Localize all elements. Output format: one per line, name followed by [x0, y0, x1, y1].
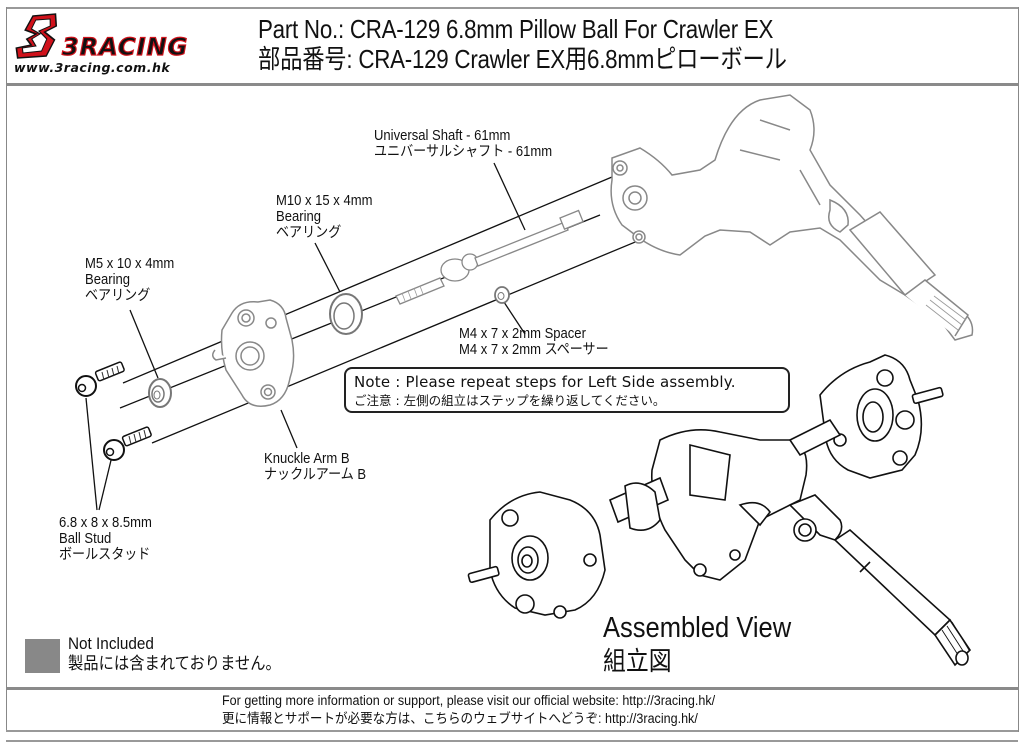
universal-shaft: [395, 209, 584, 305]
footer-left-border: [6, 687, 7, 732]
callout-spacer: M4 x 7 x 2mm Spacer M4 x 7 x 2mm スペーサー: [459, 326, 609, 358]
spacer-label-jp: M4 x 7 x 2mm スペーサー: [459, 342, 609, 358]
assembled-view-en: Assembled View: [603, 612, 792, 644]
title-english: Part No.: CRA-129 6.8mm Pillow Ball For …: [258, 14, 774, 44]
bearing-small: [148, 378, 172, 408]
bearing-small-size: M5 x 10 x 4mm: [85, 256, 175, 272]
ball-stud-upper: [75, 361, 125, 397]
page-title: Part No.: CRA-129 6.8mm Pillow Ball For …: [258, 14, 787, 74]
legend-not-included: Not Included 製品には含まれておりません。: [68, 634, 281, 674]
knuckle-arm-label-en: Knuckle Arm B: [264, 451, 350, 467]
ball-stud-label-jp: ボールスタッド: [59, 547, 151, 563]
universal-shaft-label-jp: ユニバーサルシャフト - 61mm: [374, 144, 553, 160]
callout-universal-shaft: Universal Shaft - 61mm ユニバーサルシャフト - 61mm: [374, 128, 552, 160]
callout-ball-stud: 6.8 x 8 x 8.5mm Ball Stud ボールスタッド: [59, 515, 152, 563]
page-bottom-border: [6, 740, 1018, 742]
bearing-large-label-en: Bearing: [276, 209, 321, 225]
knuckle-arm-label-jp: ナックルアーム B: [264, 467, 367, 483]
bearing-large-label-jp: ベアリング: [276, 225, 342, 241]
axle-housing-exploded: [610, 94, 974, 341]
callout-bearing-large: M10 x 15 x 4mm Bearing ベアリング: [276, 193, 372, 241]
assembled-axle: [467, 354, 972, 667]
footer-text-jp[interactable]: 更に情報とサポートが必要な方は、こちらのウェブサイトへどうぞ: http://3…: [222, 711, 698, 726]
footer-divider-top: [6, 687, 1018, 690]
bearing-large-size: M10 x 15 x 4mm: [276, 193, 373, 209]
legend-label-en: Not Included: [68, 634, 154, 653]
knuckle-arm: [212, 299, 295, 407]
bearing-large: [329, 293, 363, 335]
footer-support-text: For getting more information or support,…: [222, 692, 715, 728]
title-japanese: 部品番号: CRA-129 Crawler EX用6.8mmピローボール: [258, 44, 787, 74]
logo-emblem-icon: 3RACING: [15, 13, 188, 62]
not-included-swatch: [25, 639, 60, 673]
spacer: [494, 286, 510, 304]
callout-knuckle-arm: Knuckle Arm B ナックルアーム B: [264, 451, 366, 483]
note-box: Note : Please repeat steps for Left Side…: [344, 367, 790, 413]
header-divider: [6, 83, 1018, 86]
note-text-jp: ご注意 : 左側の組立はステップを繰り返してください。: [354, 393, 666, 408]
ball-stud-size: 6.8 x 8 x 8.5mm: [59, 515, 152, 531]
brand-website[interactable]: www.3racing.com.hk: [14, 60, 171, 75]
footer-text-en[interactable]: For getting more information or support,…: [222, 693, 716, 708]
ball-stud-lower: [103, 426, 152, 461]
footer-right-border: [1018, 687, 1019, 732]
universal-shaft-label-en: Universal Shaft - 61mm: [374, 128, 511, 144]
ball-stud-label-en: Ball Stud: [59, 531, 112, 547]
callout-bearing-small: M5 x 10 x 4mm Bearing ベアリング: [85, 256, 174, 304]
note-text-en: Note : Please repeat steps for Left Side…: [354, 373, 736, 391]
spacer-label-en: M4 x 7 x 2mm Spacer: [459, 326, 586, 342]
bearing-small-label-jp: ベアリング: [85, 288, 151, 304]
bearing-small-label-en: Bearing: [85, 272, 130, 288]
legend-label-jp: 製品には含まれておりません。: [68, 654, 281, 673]
assembled-view-jp: 組立図: [603, 646, 672, 676]
brand-logo: 3RACING: [12, 12, 217, 82]
frame-left-border: [6, 7, 7, 687]
assembled-view-heading: Assembled View 組立図: [603, 612, 791, 678]
footer-divider-bottom: [6, 730, 1018, 732]
frame-top-border: [6, 7, 1018, 9]
logo-wordmark: 3RACING: [62, 33, 188, 61]
frame-right-border: [1018, 7, 1019, 687]
